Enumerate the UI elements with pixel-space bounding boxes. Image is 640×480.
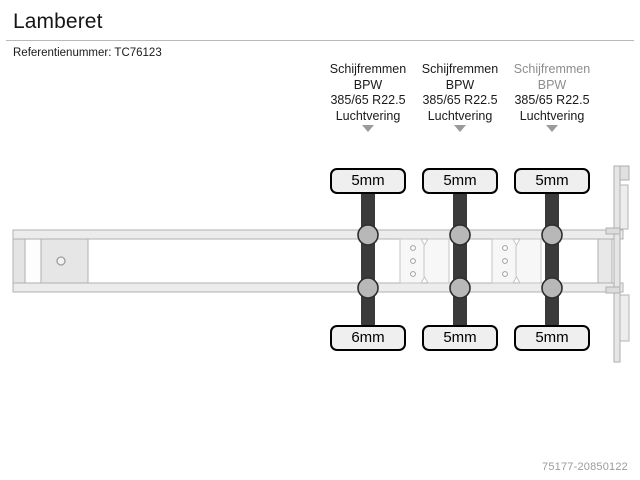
page-header: Lamberet Referentienummer: TC76123 <box>0 0 640 59</box>
axle-1-suspension: Luchtvering <box>335 108 401 123</box>
axle-2-suspension: Luchtvering <box>427 108 493 123</box>
rear-tab-top <box>605 227 621 235</box>
axle-3-brake-type: Schijfremmen <box>513 62 591 76</box>
tread-depth-axle-3-top[interactable]: 5mm <box>514 168 590 194</box>
hub-axle-2-top <box>449 224 471 246</box>
axle-bar-2 <box>453 180 467 345</box>
hub-axle-3-bottom <box>541 277 563 299</box>
axle-2-brand: BPW <box>445 77 475 92</box>
suspension-bracket-2-right <box>515 238 542 284</box>
tread-depth-axle-1-bottom[interactable]: 6mm <box>330 325 406 351</box>
chassis-rail-bottom <box>12 282 624 293</box>
axle-label-axle-3: Schijfremmen BPW 385/65 R22.5 Luchtverin… <box>489 62 615 132</box>
rear-bracket-top <box>619 165 630 181</box>
axle-1-brand: BPW <box>353 77 383 92</box>
bracket-2-hole-3 <box>502 271 508 277</box>
trailer-diagram: 5mm 5mm 5mm 6mm 5mm 5mm <box>0 150 640 370</box>
hub-axle-1-top <box>357 224 379 246</box>
axle-3-suspension: Luchtvering <box>519 108 585 123</box>
axle-1-brake-type: Schijfremmen <box>329 62 407 76</box>
rear-light-bracket-upper <box>619 184 629 230</box>
axle-bars <box>361 180 559 345</box>
wheel-hubs <box>357 224 563 299</box>
axle-3-brand: BPW <box>537 77 567 92</box>
front-nose-block <box>12 238 26 284</box>
axle-label-axle-2: Schijfremmen BPW 385/65 R22.5 Luchtverin… <box>397 62 523 132</box>
axle-1-tyre-size: 385/65 R22.5 <box>330 93 406 107</box>
axle-2-pointer-arrow-icon <box>454 125 466 132</box>
hub-axle-1-bottom <box>357 277 379 299</box>
axle-bar-3 <box>545 180 559 345</box>
suspension-bracket-1-right <box>423 238 450 284</box>
rear-underride-guard <box>613 165 621 363</box>
bracket-1-hole-2 <box>410 258 416 264</box>
tread-depth-axle-1-top[interactable]: 5mm <box>330 168 406 194</box>
tread-depth-axle-3-bottom[interactable]: 5mm <box>514 325 590 351</box>
hub-axle-3-top <box>541 224 563 246</box>
suspension-brackets <box>399 238 542 284</box>
axle-1-pointer-arrow-icon <box>362 125 374 132</box>
rear-light-bracket-lower <box>619 294 630 342</box>
axle-3-tyre-size: 385/65 R22.5 <box>514 93 590 107</box>
front-gap-block <box>24 238 42 284</box>
rear-cross-member <box>597 238 613 284</box>
axle-2-brake-type: Schijfremmen <box>421 62 499 76</box>
rear-frame-assembly <box>597 165 630 363</box>
chassis-rail-top <box>12 229 624 240</box>
chassis-body <box>12 229 624 293</box>
trailer-top-view-svg <box>12 165 630 363</box>
axle-3-pointer-arrow-icon <box>546 125 558 132</box>
tread-depth-axle-2-bottom[interactable]: 5mm <box>422 325 498 351</box>
hub-axle-2-bottom <box>449 277 471 299</box>
axle-label-axle-1: Schijfremmen BPW 385/65 R22.5 Luchtverin… <box>305 62 431 132</box>
bracket-2-hole-1 <box>502 245 508 251</box>
reference-number: Referentienummer: TC76123 <box>13 47 162 59</box>
kingpin-circle-icon <box>56 256 66 266</box>
bracket-1-hole-1 <box>410 245 416 251</box>
axle-2-tyre-size: 385/65 R22.5 <box>422 93 498 107</box>
header-divider <box>6 40 634 41</box>
bracket-1-hole-3 <box>410 271 416 277</box>
bracket-2-hole-2 <box>502 258 508 264</box>
axle-label-group: Schijfremmen BPW 385/65 R22.5 Luchtverin… <box>0 62 640 142</box>
tread-depth-axle-2-top[interactable]: 5mm <box>422 168 498 194</box>
page-title: Lamberet <box>13 10 103 33</box>
axle-bar-1 <box>361 180 375 345</box>
footer-reference-code: 75177-20850122 <box>542 461 628 473</box>
rear-tab-bottom <box>605 286 621 294</box>
kingpin-plate-assembly <box>12 238 89 284</box>
